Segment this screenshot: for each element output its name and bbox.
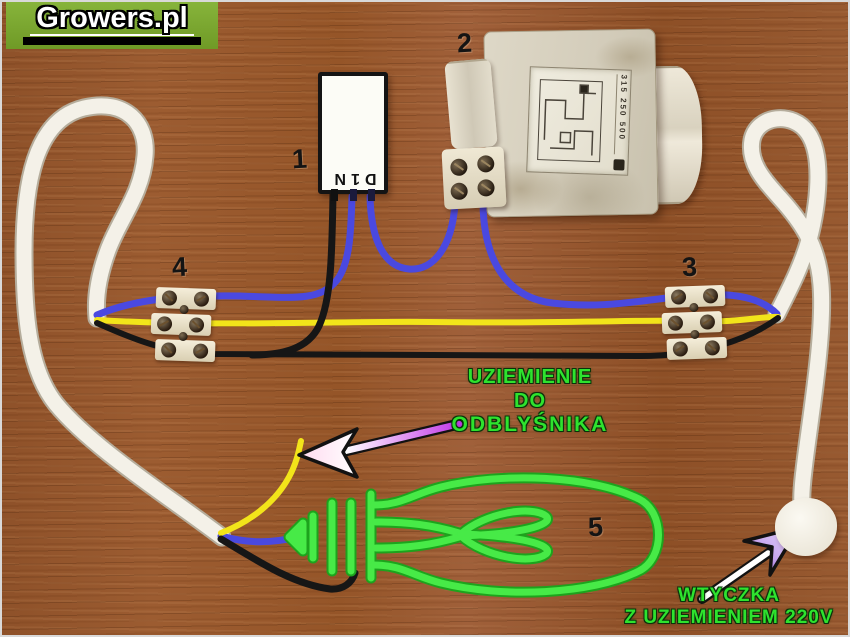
ignitor-terminal — [331, 189, 338, 201]
ballast: 315 250 500 — [440, 26, 710, 218]
mounting-screw — [689, 302, 699, 313]
terminal-pole — [154, 339, 216, 363]
note-line: ODBLYŚNIKA — [451, 413, 609, 437]
ballast-bracket — [444, 58, 498, 150]
bulb-stem-top — [372, 518, 463, 537]
lamp-cable — [16, 98, 230, 545]
ignitor-marking: D1N — [329, 170, 377, 187]
note-line: Z UZIEMIENIEM 220V — [624, 607, 834, 629]
ballast-screw — [476, 154, 495, 173]
ballast-wiring-schematic — [537, 79, 603, 163]
label-number-2: 2 — [456, 27, 473, 59]
terminal-screw — [670, 289, 687, 305]
arrow-head — [297, 427, 359, 479]
ballast-terminal-block — [441, 146, 507, 210]
terminal-screw — [156, 316, 173, 332]
terminal-screw — [704, 340, 721, 356]
ignitor-terminal — [368, 189, 375, 201]
label-number-4: 4 — [171, 251, 188, 283]
note-line: WTYCZKA — [678, 585, 780, 606]
ignitor-terminal — [350, 189, 357, 201]
terminal-strip-3 — [661, 284, 728, 363]
terminal-screw — [193, 291, 210, 307]
label-number-5: 5 — [587, 511, 604, 543]
plug-arrow — [697, 525, 801, 604]
blue-wire-ballast-to-block3 — [479, 200, 781, 318]
blue-wire-ignitor-to-ballast — [366, 192, 459, 273]
terminal-screw — [672, 341, 689, 357]
reflector-ground-arrow — [297, 418, 465, 479]
note-line: UZIEMIENIE — [467, 366, 593, 388]
bulb-outline — [285, 474, 662, 596]
logo-text: Growers.pl — [30, 2, 194, 36]
terminal-screw — [699, 314, 716, 330]
terminal-screw — [188, 317, 205, 333]
black-wire-from-ignitor — [248, 190, 337, 359]
black-wire-block4-to-block3 — [94, 315, 781, 360]
white-cables — [14, 96, 832, 547]
ballast-screw — [450, 182, 469, 201]
ballast-label: 315 250 500 — [526, 66, 632, 176]
terminal-screw — [161, 290, 178, 306]
arrow-shaft — [699, 550, 771, 602]
ballast-screw — [477, 178, 495, 197]
logo-underline — [23, 37, 201, 45]
mains-plug — [775, 498, 837, 556]
mains-cable — [743, 111, 830, 524]
black-wires — [94, 190, 781, 593]
terminal-pole — [666, 336, 728, 360]
blue-wire-block4-to-ignitor — [93, 192, 356, 319]
ignitor: D1N — [318, 72, 388, 201]
terminal-screw — [192, 343, 209, 359]
arrow-shaft — [341, 420, 463, 455]
yellow-ground-wire — [218, 438, 304, 536]
ballast-code: 315 250 500 — [613, 74, 629, 155]
label-number-3: 3 — [681, 251, 698, 283]
bulb-envelope — [370, 474, 662, 596]
label-number-1: 1 — [291, 143, 308, 175]
mounting-screw — [179, 304, 189, 315]
bulb-tip — [285, 519, 307, 555]
terminal-screw — [160, 342, 177, 358]
black-wire-to-bulb — [217, 535, 359, 593]
ballast-screw — [449, 158, 468, 177]
note-line: DO — [514, 389, 546, 412]
ballast-label-chip — [613, 159, 625, 171]
reflector-ground-note: UZIEMIENIE DO ODBLYŚNIKA — [425, 366, 635, 438]
logo: Growers.pl — [6, 2, 218, 49]
terminal-screw — [667, 315, 684, 331]
terminal-screw — [702, 288, 719, 304]
bulb-arctube-lower — [457, 530, 551, 563]
mains-plug-note: WTYCZKA Z UZIEMIENIEM 220V — [610, 585, 848, 630]
blue-wires — [93, 192, 781, 546]
bulb-stem-bottom — [372, 533, 463, 552]
terminal-strip-4 — [150, 287, 217, 365]
